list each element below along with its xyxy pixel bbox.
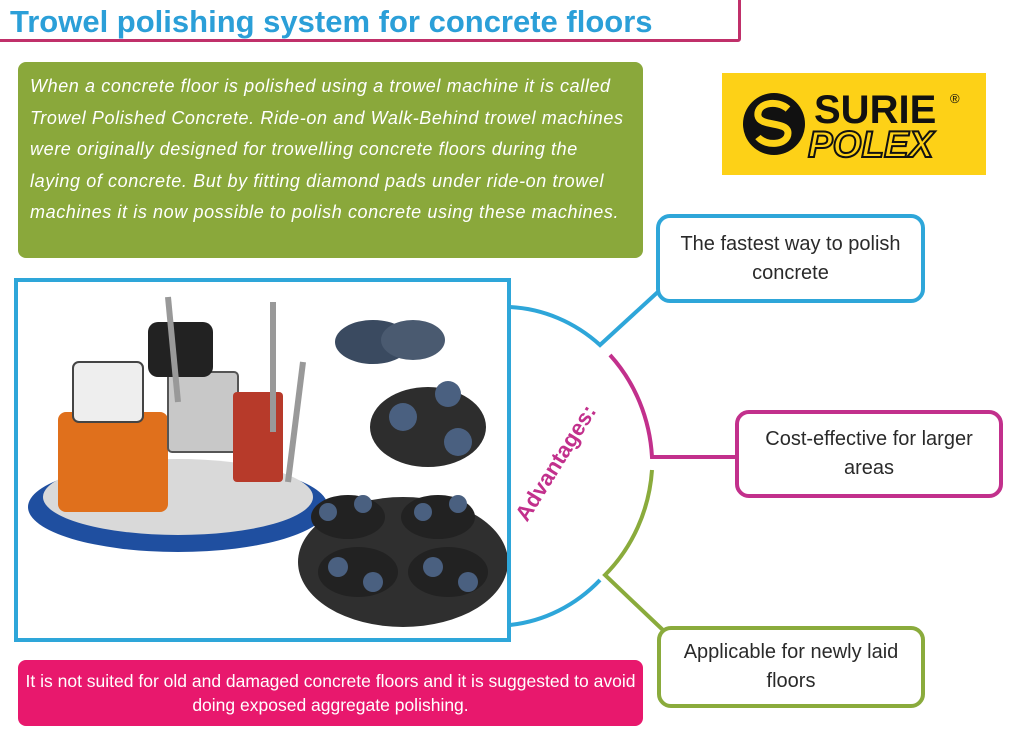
pad-disc: [370, 387, 486, 467]
seat: [148, 322, 213, 377]
advantage-cost-effective: Cost-effective for larger areas: [735, 410, 1003, 498]
warning-note: It is not suited for old and damaged con…: [18, 660, 643, 726]
advantages-heading: Advantages:: [510, 400, 602, 526]
advantage-text: Cost-effective for larger areas: [765, 428, 973, 479]
intro-text: When a concrete floor is polished using …: [18, 62, 643, 258]
advantage-newly-laid: Applicable for newly laid floors: [657, 626, 925, 708]
connector-cost: [608, 353, 740, 459]
trowel-machine-and-pads-photo: [28, 296, 507, 627]
page-title: Trowel polishing system for concrete flo…: [10, 4, 653, 39]
connector-fastest: [509, 288, 668, 348]
advantage-text: Applicable for newly laid floors: [683, 641, 899, 692]
surie-polex-logo: SURIE POLEX ®: [722, 73, 986, 175]
connector-newly-laid: [602, 469, 667, 634]
engine: [72, 361, 144, 423]
diamond-pad: [381, 320, 445, 360]
engine-housing: [58, 412, 168, 512]
arc-bottom: [509, 578, 602, 627]
svg-text:SURIE: SURIE: [814, 88, 936, 132]
advantage-text: The fastest way to polish concrete: [680, 232, 901, 284]
title-box: [0, 0, 741, 42]
product-photo-frame: [14, 278, 511, 642]
svg-text:POLEX: POLEX: [808, 124, 936, 165]
svg-text:®: ®: [950, 91, 960, 106]
logo-graphic: SURIE POLEX ®: [743, 88, 960, 166]
advantage-fastest: The fastest way to polish concrete: [656, 214, 925, 303]
